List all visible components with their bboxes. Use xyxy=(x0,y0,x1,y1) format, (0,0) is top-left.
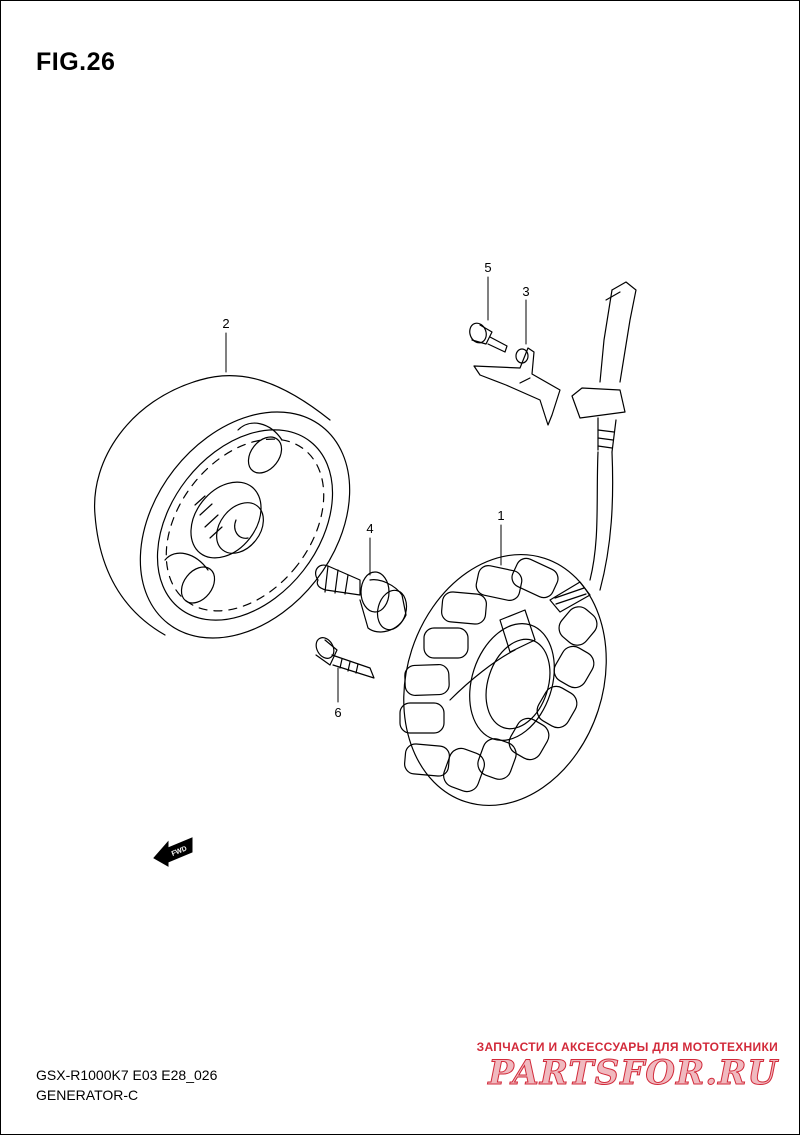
model-code: GSX-R1000K7 E03 E28_026 xyxy=(36,1067,218,1083)
diagram-caption: GENERATOR-C xyxy=(36,1087,139,1103)
watermark-logo: PARTSFOR.RU xyxy=(488,1053,778,1094)
watermark-tagline: ЗАПЧАСТИ И АКСЕССУАРЫ ДЛЯ МОТОТЕХНИКИ xyxy=(476,1040,778,1054)
rotor-bolt[interactable] xyxy=(315,564,411,633)
stator-coil[interactable] xyxy=(372,528,638,832)
wire-harness[interactable] xyxy=(549,281,637,613)
figure-title: FIG.26 xyxy=(36,48,116,76)
callout-4: 4 xyxy=(366,521,373,536)
forward-arrow-icon: FWD xyxy=(153,837,193,867)
callout-2: 2 xyxy=(222,316,229,331)
wire-clamp-bracket[interactable] xyxy=(473,347,561,426)
callout-leaders xyxy=(225,276,527,703)
stator-screw[interactable] xyxy=(313,634,375,679)
callout-3: 3 xyxy=(522,284,529,299)
callout-6: 6 xyxy=(334,705,341,720)
callout-5: 5 xyxy=(484,260,491,275)
rotor-flywheel[interactable] xyxy=(93,371,393,679)
bracket-screw[interactable] xyxy=(467,321,508,353)
callout-1: 1 xyxy=(497,508,504,523)
callout-numbers: 1 2 3 4 5 6 xyxy=(222,260,529,720)
